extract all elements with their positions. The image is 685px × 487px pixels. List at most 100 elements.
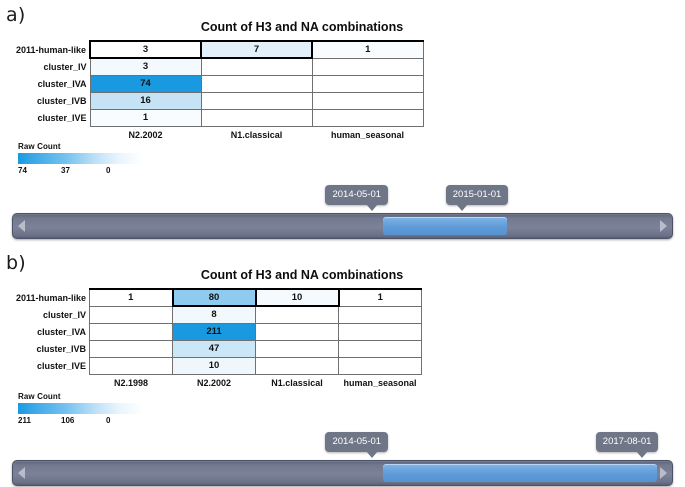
legend-tick: 37 bbox=[61, 166, 70, 175]
panel-b-time-slider[interactable]: 2014-05-01 2017-08-01 bbox=[12, 432, 673, 487]
heatmap-cell[interactable]: 8 bbox=[172, 305, 257, 324]
axis-corner bbox=[16, 374, 90, 389]
heatmap-cell[interactable]: 1 bbox=[89, 288, 174, 307]
table-row: cluster_IVA 211 bbox=[16, 322, 423, 341]
legend-tick: 211 bbox=[18, 416, 31, 425]
row-label: cluster_IVA bbox=[37, 78, 87, 89]
column-header-row: N2.1998 N2.2002 N1.classical human_seasonal bbox=[16, 374, 422, 389]
panel-a-title: Count of H3 and NA combinations bbox=[200, 20, 404, 34]
column-label: N2.2002 bbox=[197, 378, 232, 389]
heatmap-cell[interactable]: 80 bbox=[171, 288, 257, 307]
heatmap-cell[interactable]: 7 bbox=[200, 40, 314, 59]
panel-a-time-slider[interactable]: 2014-05-01 2015-01-01 bbox=[12, 185, 673, 245]
row-label: cluster_IVB bbox=[37, 95, 87, 106]
heatmap-cell[interactable] bbox=[255, 339, 340, 358]
heatmap-cell[interactable] bbox=[89, 305, 174, 324]
heatmap-cell[interactable] bbox=[255, 305, 340, 324]
legend-tick-labels: 211 106 0 bbox=[18, 416, 143, 428]
slider-start-tooltip: 2014-05-01 bbox=[325, 185, 389, 211]
heatmap-cell[interactable]: 3 bbox=[89, 57, 202, 76]
heatmap-cell[interactable]: 47 bbox=[172, 339, 257, 358]
legend-tick: 106 bbox=[61, 416, 75, 425]
heatmap-cell[interactable] bbox=[311, 108, 424, 127]
table-row: cluster_IVE 10 bbox=[16, 356, 423, 375]
heatmap-cell[interactable] bbox=[338, 356, 423, 375]
heatmap-cell[interactable] bbox=[255, 322, 340, 341]
row-label: cluster_IV bbox=[43, 309, 87, 320]
row-label: cluster_IVE bbox=[37, 112, 87, 123]
heatmap-cell[interactable] bbox=[311, 57, 424, 76]
legend-tick: 0 bbox=[106, 416, 111, 425]
legend-colorbar bbox=[18, 403, 143, 414]
panel-a-legend: Raw Count 74 37 0 bbox=[18, 142, 143, 178]
heatmap-cell[interactable]: 211 bbox=[172, 322, 257, 341]
heatmap-cell[interactable] bbox=[338, 305, 423, 324]
table-row: cluster_IV 8 bbox=[16, 305, 423, 324]
heatmap-cell[interactable] bbox=[200, 74, 313, 93]
chevron-right-icon[interactable] bbox=[660, 220, 667, 232]
column-label: human_seasonal bbox=[331, 130, 405, 141]
heatmap-cell[interactable]: 1 bbox=[311, 40, 424, 59]
slider-end-tooltip: 2015-01-01 bbox=[445, 185, 509, 211]
heatmap-cell[interactable] bbox=[200, 57, 313, 76]
panel-b-title: Count of H3 and NA combinations bbox=[200, 268, 404, 282]
column-header-row: N2.2002 N1.classical human_seasonal bbox=[16, 126, 423, 141]
slider-track[interactable] bbox=[12, 213, 673, 239]
slider-selected-range[interactable] bbox=[383, 217, 508, 235]
slider-selected-range[interactable] bbox=[383, 464, 657, 482]
panel-b-letter: b) bbox=[6, 252, 26, 274]
chevron-left-icon[interactable] bbox=[18, 220, 25, 232]
slider-end-tooltip: 2017-08-01 bbox=[595, 432, 659, 458]
heatmap-cell[interactable] bbox=[200, 108, 313, 127]
heatmap-cell[interactable]: 3 bbox=[89, 40, 203, 59]
heatmap-cell[interactable] bbox=[255, 356, 340, 375]
legend-title: Raw Count bbox=[18, 142, 61, 151]
column-label: human_seasonal bbox=[343, 378, 417, 389]
chevron-left-icon[interactable] bbox=[18, 467, 25, 479]
heatmap-cell[interactable] bbox=[200, 91, 313, 110]
heatmap-cell[interactable] bbox=[311, 74, 424, 93]
column-label: N2.1998 bbox=[114, 378, 149, 389]
row-label: cluster_IVA bbox=[37, 326, 87, 337]
heatmap-cell[interactable]: 10 bbox=[254, 288, 340, 307]
heatmap-cell[interactable] bbox=[89, 322, 174, 341]
row-label: cluster_IV bbox=[43, 61, 87, 72]
legend-colorbar bbox=[18, 153, 143, 164]
heatmap-cell[interactable]: 74 bbox=[89, 74, 202, 93]
legend-tick-labels: 74 37 0 bbox=[18, 166, 143, 178]
axis-corner bbox=[16, 126, 90, 141]
slider-track[interactable] bbox=[12, 460, 673, 486]
heatmap-cell[interactable] bbox=[89, 339, 174, 358]
heatmap-cell[interactable]: 10 bbox=[172, 356, 257, 375]
column-label: N1.classical bbox=[230, 130, 283, 141]
row-label: 2011-human-like bbox=[16, 44, 87, 55]
row-label: cluster_IVB bbox=[36, 343, 87, 354]
legend-tick: 0 bbox=[106, 166, 111, 175]
chevron-right-icon[interactable] bbox=[660, 467, 667, 479]
heatmap-cell[interactable] bbox=[338, 339, 423, 358]
heatmap-cell[interactable]: 1 bbox=[338, 288, 423, 307]
heatmap-cell[interactable] bbox=[338, 322, 423, 341]
row-label: 2011-human-like bbox=[16, 292, 87, 303]
column-label: N2.2002 bbox=[128, 130, 163, 141]
heatmap-cell[interactable]: 16 bbox=[89, 91, 202, 110]
column-label: N1.classical bbox=[271, 378, 323, 389]
heatmap-cell[interactable] bbox=[89, 356, 174, 375]
panel-a-letter: a) bbox=[6, 4, 26, 26]
heatmap-cell[interactable] bbox=[311, 91, 424, 110]
row-label: cluster_IVE bbox=[37, 360, 87, 371]
legend-title: Raw Count bbox=[18, 392, 61, 401]
heatmap-cell[interactable]: 1 bbox=[89, 108, 202, 127]
legend-tick: 74 bbox=[18, 166, 27, 175]
panel-b-legend: Raw Count 211 106 0 bbox=[18, 392, 143, 428]
